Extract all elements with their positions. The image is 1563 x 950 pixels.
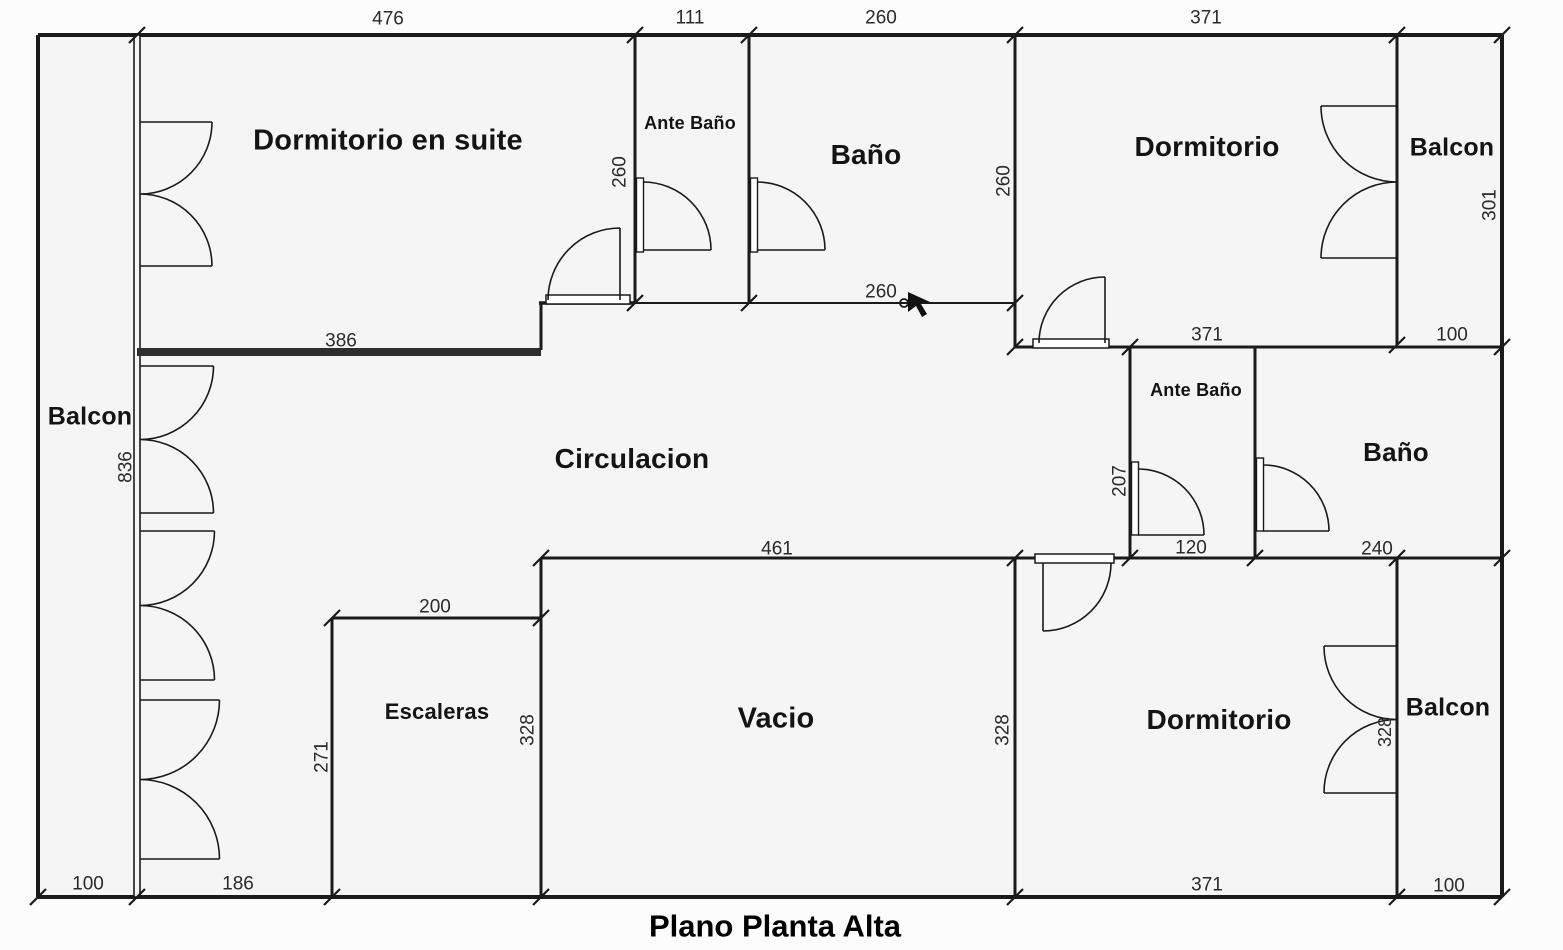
room-label-balcon-top-right: Balcon bbox=[1409, 133, 1495, 162]
building-footprint bbox=[38, 35, 1502, 897]
room-label-balcon-left: Balcon bbox=[47, 402, 133, 431]
dim-bottom-186: 186 bbox=[222, 873, 254, 895]
dim-bano-right-240: 240 bbox=[1361, 538, 1393, 560]
balcony-left-double-doors bbox=[139, 121, 221, 860]
dim-ante-right-120: 120 bbox=[1175, 537, 1207, 559]
room-label-dormitorio-top-right: Dormitorio bbox=[1134, 131, 1280, 162]
dim-wall-386: 386 bbox=[325, 330, 357, 352]
suite-south-wall bbox=[137, 348, 541, 356]
dim-suite-height-260: 260 bbox=[609, 156, 631, 188]
dim-balcon-tr-301: 301 bbox=[1479, 189, 1501, 221]
room-label-ante-bano-right: Ante Baño bbox=[1150, 380, 1242, 400]
dim-balcon-tr-100: 100 bbox=[1436, 324, 1468, 346]
dim-escaleras-271: 271 bbox=[311, 741, 333, 773]
dim-bano-height-260: 260 bbox=[993, 165, 1015, 197]
dim-dorm-br-328: 328 bbox=[1375, 716, 1395, 748]
dim-escaleras-328: 328 bbox=[517, 714, 539, 746]
room-label-vacio: Vacio bbox=[737, 702, 815, 735]
ante-bano-top-door bbox=[635, 177, 712, 253]
room-label-bano-right: Baño bbox=[1363, 437, 1429, 467]
room-label-escaleras: Escaleras bbox=[384, 699, 490, 724]
dim-escaleras-200: 200 bbox=[419, 596, 451, 618]
dim-top-111: 111 bbox=[675, 7, 705, 29]
dimension-ticks bbox=[29, 26, 1511, 906]
dim-bottom-371: 371 bbox=[1191, 874, 1223, 896]
room-label-dormitorio-suite: Dormitorio en suite bbox=[253, 124, 523, 157]
cursor-icon bbox=[899, 292, 930, 317]
room-label-bano-top: Baño bbox=[830, 139, 902, 170]
dim-ante-right-207: 207 bbox=[1109, 465, 1131, 497]
balcony-bottom-right-double-door bbox=[1323, 645, 1398, 794]
dim-top-476: 476 bbox=[372, 8, 404, 30]
dim-top-371: 371 bbox=[1190, 7, 1222, 29]
room-label-ante-bano-top: Ante Baño bbox=[644, 113, 736, 133]
room-label-dormitorio-bottom-right: Dormitorio bbox=[1146, 704, 1292, 735]
dim-bano-width-260: 260 bbox=[865, 281, 897, 303]
suite-door bbox=[545, 227, 631, 305]
dim-vacio-461: 461 bbox=[761, 538, 793, 560]
ante-bano-right-door bbox=[1130, 461, 1205, 536]
dim-balcon-left-836: 836 bbox=[115, 451, 137, 483]
room-label-circulacion: Circulacion bbox=[554, 443, 710, 474]
outer-walls bbox=[36, 33, 1504, 899]
page-title: Plano Planta Alta bbox=[648, 908, 902, 944]
dim-top-260: 260 bbox=[865, 7, 897, 29]
dim-bottom-100-right: 100 bbox=[1433, 875, 1465, 897]
dim-bottom-100-left: 100 bbox=[72, 873, 104, 895]
dormitorio-top-door bbox=[1032, 276, 1110, 349]
bano-top-door bbox=[749, 177, 826, 253]
room-label-balcon-bottom-right: Balcon bbox=[1405, 693, 1491, 722]
bano-right-door bbox=[1255, 457, 1330, 532]
dim-vacio-328: 328 bbox=[992, 714, 1014, 746]
balcony-top-right-double-door bbox=[1320, 105, 1398, 259]
dim-dorm-tr-371: 371 bbox=[1191, 324, 1223, 346]
dormitorio-bottom-door bbox=[1034, 553, 1115, 632]
